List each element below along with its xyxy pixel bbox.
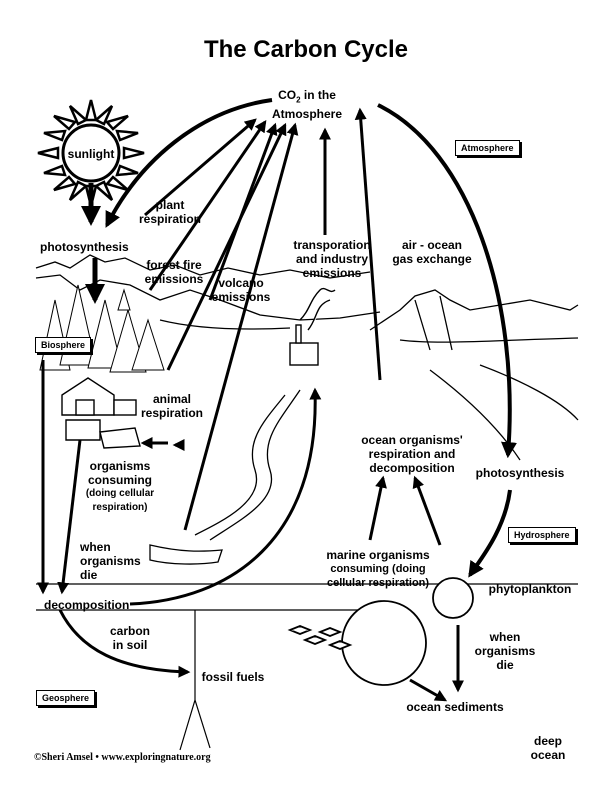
marine-consuming-line-3: cellular respiration) <box>326 577 430 589</box>
forest-fire-line-1: forest fire <box>146 258 202 272</box>
ocean-respiration-line-2: respiration and <box>368 447 456 461</box>
label-ocean-respiration: ocean organisms' respiration and decompo… <box>352 433 472 475</box>
deep-ocean-line-2: ocean <box>530 748 566 762</box>
zone-geosphere: Geosphere <box>36 690 96 706</box>
forest-fire-line-2: emissions <box>144 272 204 286</box>
when-die-ocean-line-2: organisms <box>474 644 536 658</box>
air-ocean-line-1: air - ocean <box>401 238 463 252</box>
organisms-consuming-line-1: organisms <box>89 459 151 473</box>
when-die-land-line-3: die <box>80 568 98 582</box>
ocean-respiration-line-3: decomposition <box>369 461 455 475</box>
plant-respiration-line-2: respiration <box>138 212 201 226</box>
label-marine-consuming: marine organisms consuming (doing cellul… <box>318 548 438 590</box>
label-photosynthesis-ocean: photosynthesis <box>475 466 565 480</box>
label-deep-ocean: deep ocean <box>516 734 580 762</box>
animal-respiration-line-1: animal <box>152 392 191 406</box>
marine-consuming-line-1: marine organisms <box>326 548 430 562</box>
co2-line1-rest: in the <box>300 88 336 102</box>
transportation-line-2: and industry <box>295 252 368 266</box>
co2-line2: Atmosphere <box>271 107 342 122</box>
organisms-consuming-line-3: (doing cellular <box>85 488 155 499</box>
farm-drawing <box>61 377 141 449</box>
air-ocean-line-2: gas exchange <box>392 252 472 266</box>
transportation-line-3: emissions <box>302 266 362 280</box>
label-phytoplankton: phytoplankton <box>488 582 572 596</box>
label-volcano: volcano emissions <box>202 276 280 304</box>
cycle-arrows <box>37 98 517 702</box>
landscape-drawing <box>35 254 579 611</box>
marine-consuming-line-2: consuming (doing <box>330 563 426 575</box>
label-carbon-soil: carbon in soil <box>100 624 160 652</box>
when-die-ocean-line-3: die <box>496 658 514 672</box>
ocean-organisms-drawing <box>287 577 474 686</box>
copyright-credit: ©Sheri Amsel • www.exploringnature.org <box>34 752 211 763</box>
when-die-land-line-2: organisms <box>80 554 141 568</box>
zone-biosphere: Biosphere <box>35 337 92 353</box>
volcano-line-2: emissions <box>211 290 271 304</box>
label-sunlight: sunlight <box>67 147 115 161</box>
label-plant-respiration: plant respiration <box>130 198 210 226</box>
transportation-line-1: transporation <box>293 238 371 252</box>
ocean-respiration-line-1: ocean organisms' <box>361 433 463 447</box>
diagram-title: The Carbon Cycle <box>203 36 409 63</box>
label-forest-fire: forest fire emissions <box>134 258 214 286</box>
carbon-soil-line-1: carbon <box>109 624 150 638</box>
label-animal-respiration: animal respiration <box>132 392 212 420</box>
zone-hydrosphere: Hydrosphere <box>508 527 576 543</box>
label-when-die-land: when organisms die <box>80 540 150 582</box>
volcano-line-1: volcano <box>218 276 264 290</box>
plant-respiration-line-1: plant <box>155 198 185 212</box>
co2-atmosphere-label: CO2 in the Atmosphere <box>262 88 352 121</box>
label-ocean-sediments: ocean sediments <box>406 700 504 714</box>
zone-atmosphere: Atmosphere <box>455 140 520 156</box>
carbon-soil-line-2: in soil <box>112 638 148 652</box>
label-fossil-fuels: fossil fuels <box>201 670 265 684</box>
when-die-ocean-line-1: when <box>489 630 521 644</box>
label-photosynthesis-land: photosynthesis <box>40 240 129 254</box>
deep-ocean-line-1: deep <box>533 734 562 748</box>
roots-drawing <box>179 610 211 751</box>
co2-subscript: 2 <box>296 95 301 105</box>
label-when-die-ocean: when organisms die <box>470 630 540 672</box>
organisms-consuming-line-2: consuming <box>87 473 152 487</box>
label-decomposition: decomposition <box>44 598 130 612</box>
label-air-ocean: air - ocean gas exchange <box>382 238 482 266</box>
animal-respiration-line-2: respiration <box>140 406 203 420</box>
when-die-land-line-1: when <box>80 540 111 554</box>
forest-drawing <box>39 284 165 373</box>
co2-prefix: CO <box>278 88 297 102</box>
organisms-consuming-line-4: respiration) <box>92 502 148 513</box>
factory-drawing <box>289 287 336 366</box>
label-organisms-consuming: organisms consuming (doing cellular resp… <box>70 459 170 515</box>
label-transportation: transporation and industry emissions <box>282 238 382 280</box>
